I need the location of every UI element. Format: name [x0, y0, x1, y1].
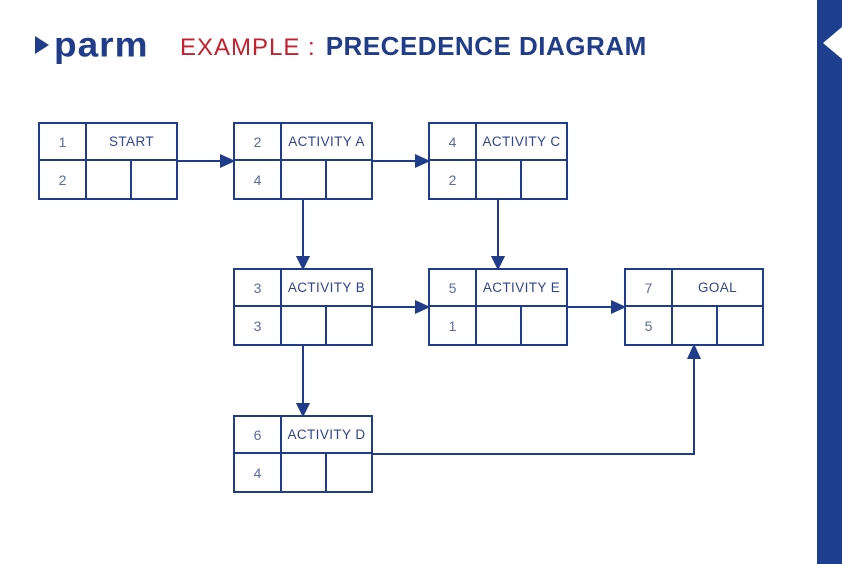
node-empty-cell [132, 161, 176, 198]
node-activity-b: 3 ACTIVITY B 3 [233, 268, 373, 346]
right-edge-bar [817, 0, 842, 564]
node-id: 3 [235, 270, 282, 305]
node-empty-cell [673, 307, 718, 344]
arrow-activity-c-to-activity-e [490, 200, 506, 271]
node-empty-cell [282, 454, 327, 491]
arrow-activity-e-to-goal [568, 299, 627, 315]
node-duration: 4 [235, 161, 282, 198]
node-start: 1 START 2 [38, 122, 178, 200]
node-label: ACTIVITY E [482, 280, 561, 295]
node-duration: 2 [430, 161, 477, 198]
arrow-activity-d-to-goal [373, 343, 702, 455]
node-activity-d: 6 ACTIVITY D 4 [233, 415, 373, 493]
node-duration: 2 [40, 161, 87, 198]
node-duration: 5 [626, 307, 673, 344]
arrow-start-to-activity-a [178, 153, 236, 169]
node-id: 5 [430, 270, 477, 305]
arrow-activity-a-to-activity-c [373, 153, 431, 169]
arrow-activity-b-to-activity-d [295, 346, 311, 418]
node-empty-cell [327, 454, 371, 491]
node-empty-cell [327, 161, 371, 198]
node-empty-cell [282, 161, 327, 198]
arrow-activity-b-to-activity-e [373, 299, 431, 315]
title-main: PRECEDENCE DIAGRAM [325, 31, 647, 61]
node-empty-cell [522, 307, 566, 344]
arrow-activity-a-to-activity-b [295, 200, 311, 271]
node-duration: 3 [235, 307, 282, 344]
node-empty-cell [522, 161, 566, 198]
title-prefix: EXAMPLE : [180, 34, 316, 61]
node-goal: 7 GOAL 5 [624, 268, 764, 346]
node-id: 7 [626, 270, 673, 305]
node-empty-cell [327, 307, 371, 344]
node-label: ACTIVITY C [482, 134, 561, 149]
left-chevron-notch-icon [823, 27, 842, 59]
node-empty-cell [718, 307, 762, 344]
node-activity-e: 5 ACTIVITY E 1 [428, 268, 568, 346]
node-label: ACTIVITY A [288, 134, 365, 149]
parm-logo-triangle-icon [35, 35, 50, 55]
parm-logo-text: parm [54, 25, 149, 64]
node-label: ACTIVITY D [287, 427, 366, 442]
node-id: 2 [235, 124, 282, 159]
node-empty-cell [477, 307, 522, 344]
node-label: ACTIVITY B [287, 280, 366, 295]
node-duration: 4 [235, 454, 282, 491]
node-activity-c: 4 ACTIVITY C 2 [428, 122, 568, 200]
node-id: 4 [430, 124, 477, 159]
node-label: GOAL [697, 280, 738, 295]
page-title: EXAMPLE : PRECEDENCE DIAGRAM [180, 31, 647, 62]
node-id: 6 [235, 417, 282, 452]
parm-logo: parm [35, 26, 148, 63]
node-empty-cell [282, 307, 327, 344]
node-duration: 1 [430, 307, 477, 344]
node-activity-a: 2 ACTIVITY A 4 [233, 122, 373, 200]
node-empty-cell [87, 161, 132, 198]
node-empty-cell [477, 161, 522, 198]
node-id: 1 [40, 124, 87, 159]
node-label: START [108, 134, 154, 149]
